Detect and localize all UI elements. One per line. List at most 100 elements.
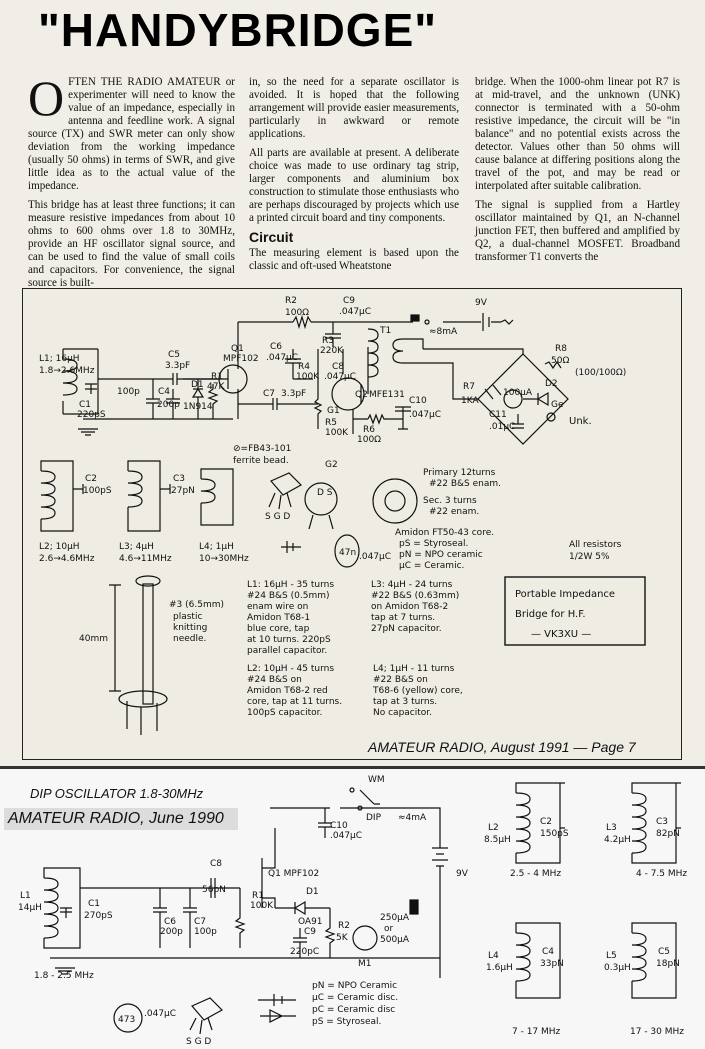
q2-pin-labels: D S xyxy=(317,488,333,498)
t1-label: T1 xyxy=(379,326,391,336)
dip-q1-package xyxy=(189,997,223,1035)
dip-c7-value: 100p xyxy=(194,927,217,937)
dip-l2-range: 2.5 - 4 MHz xyxy=(510,869,561,879)
dip-c2-label: C2 xyxy=(540,817,552,827)
battery-symbol xyxy=(463,313,514,331)
c10-label: C10 xyxy=(409,396,427,406)
q1-symbol xyxy=(183,322,239,419)
d2-value: Ge xyxy=(551,400,564,410)
r3-label: R3 xyxy=(322,336,334,346)
q2-label: Q2 xyxy=(355,390,368,400)
dip-c6-value: 200p xyxy=(160,927,183,937)
dip-switch xyxy=(359,789,380,805)
dip-switch-dip xyxy=(357,805,363,811)
dip-source: AMATEUR RADIO, June 1990 xyxy=(4,808,238,830)
dip-l3-range: 4 - 7.5 MHz xyxy=(636,869,687,879)
g1-label: G1 xyxy=(327,406,340,416)
dip-dip-label: DIP xyxy=(366,813,382,823)
bridge-diamond xyxy=(477,353,569,445)
l4-desc-1: L4; 1μH - 11 turns xyxy=(373,664,455,674)
needle-head xyxy=(135,575,161,587)
dip-legend-ps: pS = Styroseal. xyxy=(312,1017,381,1027)
dip-l5-label: L5 xyxy=(606,951,617,961)
r1-label: R1 xyxy=(211,372,223,382)
c1-value: 220pS xyxy=(77,410,106,420)
q2-pins xyxy=(308,514,334,530)
t1-secondary-label: Sec. 3 turns xyxy=(423,496,477,506)
needle-text-3: needle. xyxy=(173,634,206,644)
dip-r1-label: R1 xyxy=(252,891,264,901)
current-label: ≈8mA xyxy=(429,327,458,337)
legend-uc: μC = Ceramic. xyxy=(399,561,464,571)
q1-value: MPF102 xyxy=(223,354,259,364)
dip-c9-label: C9 xyxy=(304,927,316,937)
dip-d1-value: OA91 xyxy=(298,917,323,927)
needle-size: #3 (6.5mm) xyxy=(169,600,224,610)
c4-value-b: 200p xyxy=(157,400,180,410)
dip-diode-outlines xyxy=(258,994,296,1023)
dip-cap-code: 473 xyxy=(118,1015,135,1025)
l3-desc-5: 27pN capacitor. xyxy=(371,624,442,634)
c10-value: .047μC xyxy=(409,410,441,420)
r2-label: R2 xyxy=(285,296,297,306)
r1-resistor xyxy=(207,384,219,419)
page-divider xyxy=(0,766,705,769)
l1-desc-7: parallel capacitor. xyxy=(247,646,327,656)
dip-r1 xyxy=(234,888,246,948)
dip-l5-range: 17 - 30 MHz xyxy=(630,1027,684,1037)
dip-title: DIP OSCILLATOR 1.8-30MHz xyxy=(30,786,204,801)
dip-c5-value: 18pN xyxy=(656,959,680,969)
q1-pin-labels: S G D xyxy=(265,512,290,522)
l2-desc-1: L2: 10μH - 45 turns xyxy=(247,664,334,674)
dip-d1 xyxy=(275,900,330,916)
l2-desc-3: Amidon T68-2 red xyxy=(247,686,328,696)
unk-label: Unk. xyxy=(569,416,592,427)
l2-label: L2; 10μH xyxy=(39,542,80,552)
l3-coil xyxy=(127,460,161,532)
dip-ground xyxy=(50,957,440,975)
t1-toroid-hole xyxy=(384,490,406,512)
r8-value: 50Ω xyxy=(551,356,569,366)
bridge-feed xyxy=(423,348,524,400)
c3-capacitor xyxy=(160,484,171,494)
unk-connector xyxy=(546,412,556,422)
l4-label: L4; 1μH xyxy=(199,542,234,552)
dip-l1-coil xyxy=(43,867,81,949)
q1-package xyxy=(270,472,302,496)
r6-value: 100Ω xyxy=(357,435,381,445)
l1-label: L1; 16μH xyxy=(39,354,80,364)
dip-c3-label: C3 xyxy=(656,817,668,827)
dip-c1-label: C1 xyxy=(88,899,100,909)
l2-coil xyxy=(40,460,74,532)
c6-value: .047μC xyxy=(266,353,298,363)
dip-c6-label: C6 xyxy=(164,917,176,927)
article-title: "HANDYBRIDGE" xyxy=(38,4,438,56)
l3-desc-2: #22 B&S (0.63mm) xyxy=(371,591,459,601)
dip-top-rail xyxy=(270,807,441,848)
r3-r5-resistors xyxy=(313,349,323,429)
t1-toroid xyxy=(372,478,418,524)
dip-l3-value: 4.2μH xyxy=(604,835,631,845)
r4-value: 100K xyxy=(296,372,320,382)
dip-c10 xyxy=(318,808,332,838)
ferrite-note: ⊘=FB43-101 xyxy=(233,444,291,454)
dip-l2-label: L2 xyxy=(488,823,499,833)
c5-capacitor xyxy=(98,373,218,385)
l4-desc-4: tap at 3 turns. xyxy=(373,697,437,707)
c11-capacitor xyxy=(512,414,524,429)
q2-value: MFE131 xyxy=(369,390,405,400)
d2-diode xyxy=(523,391,549,407)
r2-value: 100Ω xyxy=(285,308,309,318)
c9-capacitor xyxy=(325,322,341,347)
page-footer: AMATEUR RADIO, August 1991 — Page 7 xyxy=(368,739,636,755)
l3-label: L3; 4μH xyxy=(119,542,154,552)
dip-c5-label: C5 xyxy=(658,947,670,957)
l3-range: 4.6→11MHz xyxy=(119,554,172,564)
l1-range: 1.8→2.6MHz xyxy=(39,366,95,376)
dip-l4-value: 1.6μH xyxy=(486,963,513,973)
c9-value: .047μC xyxy=(339,307,371,317)
dip-r2-value: 5K xyxy=(336,933,349,943)
dip-l4-range: 7 - 17 MHz xyxy=(512,1027,561,1037)
r3-value: 220K xyxy=(320,346,344,356)
